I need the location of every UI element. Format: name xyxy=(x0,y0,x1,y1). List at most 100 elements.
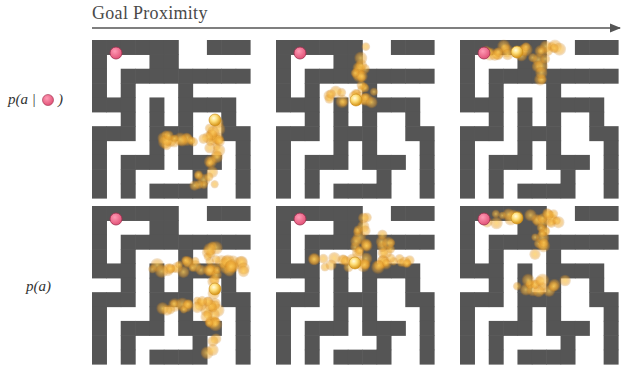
maze-floor xyxy=(305,184,320,199)
maze-floor xyxy=(460,141,475,156)
maze-floor xyxy=(333,206,348,221)
sample-blob xyxy=(210,180,218,188)
agent-ball xyxy=(511,46,523,58)
goal-dot xyxy=(110,213,122,225)
maze-floor xyxy=(604,350,619,365)
maze-floor xyxy=(589,126,604,141)
sample-blob xyxy=(513,282,522,291)
maze-floor xyxy=(362,350,377,365)
maze-floor xyxy=(460,126,475,141)
maze-floor xyxy=(405,206,420,221)
maze-floor xyxy=(377,335,392,350)
maze-floor xyxy=(276,321,291,336)
maze-floor xyxy=(460,292,475,307)
sample-blob xyxy=(187,136,196,145)
sample-blob xyxy=(183,299,193,309)
maze-floor xyxy=(604,206,619,221)
sample-blob xyxy=(326,89,336,99)
maze-floor xyxy=(178,278,193,293)
maze-floor xyxy=(305,350,320,365)
maze-floor xyxy=(276,141,291,156)
sample-blob xyxy=(358,212,369,223)
sample-blob xyxy=(350,235,362,247)
maze-floor xyxy=(221,278,236,293)
sample-blob xyxy=(224,260,237,273)
maze-floor xyxy=(517,307,532,322)
maze-floor xyxy=(305,69,320,84)
maze-floor xyxy=(290,97,305,112)
maze-floor xyxy=(164,206,179,221)
maze-floor xyxy=(517,350,532,365)
maze-floor xyxy=(460,155,475,170)
maze-floor xyxy=(489,112,504,127)
maze-floor xyxy=(92,307,107,322)
maze-panel xyxy=(276,206,435,365)
maze-floor xyxy=(460,249,475,264)
maze-panel xyxy=(276,40,435,199)
agent-ball xyxy=(350,94,362,106)
maze-floor xyxy=(178,112,193,127)
maze-floor xyxy=(333,220,348,235)
sample-blob xyxy=(203,243,216,256)
maze-floor xyxy=(135,40,150,55)
maze-floor xyxy=(377,321,392,336)
row-label: p(a) xyxy=(26,278,51,295)
maze-floor xyxy=(420,350,435,365)
maze-floor xyxy=(589,40,604,55)
maze-floor xyxy=(517,184,532,199)
maze-floor xyxy=(149,235,164,250)
maze-floor xyxy=(121,155,136,170)
maze-floor xyxy=(604,235,619,250)
maze-floor xyxy=(532,350,547,365)
sample-blob xyxy=(522,274,535,287)
maze-floor xyxy=(121,69,136,84)
maze-floor xyxy=(420,235,435,250)
maze-floor xyxy=(290,126,305,141)
row-label-text: ) xyxy=(58,91,63,108)
maze-floor xyxy=(92,155,107,170)
maze-floor xyxy=(561,97,576,112)
maze-floor xyxy=(575,155,590,170)
maze-floor xyxy=(149,54,164,69)
maze-floor xyxy=(362,112,377,127)
maze-floor xyxy=(92,249,107,264)
maze-floor xyxy=(575,40,590,55)
maze-floor xyxy=(333,184,348,199)
sample-blob xyxy=(361,42,370,51)
maze-floor xyxy=(532,126,547,141)
maze-floor xyxy=(319,155,334,170)
sample-blob xyxy=(205,159,213,167)
maze-floor xyxy=(489,83,504,98)
sample-blob xyxy=(540,54,550,64)
sample-blob xyxy=(356,80,366,90)
maze-floor xyxy=(121,321,136,336)
maze-floor xyxy=(405,278,420,293)
maze-floor xyxy=(178,350,193,365)
maze-floor xyxy=(561,321,576,336)
maze-floor xyxy=(489,69,504,84)
maze-floor xyxy=(604,307,619,322)
maze-floor xyxy=(305,97,320,112)
sample-blob xyxy=(354,246,364,256)
maze-floor xyxy=(164,54,179,69)
maze-floor xyxy=(589,112,604,127)
maze-floor xyxy=(236,292,251,307)
maze-floor xyxy=(121,206,136,221)
maze-floor xyxy=(236,350,251,365)
maze-floor xyxy=(546,141,561,156)
maze-floor xyxy=(391,206,406,221)
maze-floor xyxy=(460,54,475,69)
maze-floor xyxy=(121,335,136,350)
maze-floor xyxy=(121,235,136,250)
maze-floor xyxy=(420,155,435,170)
maze-floor xyxy=(561,169,576,184)
maze-floor xyxy=(164,184,179,199)
maze-floor xyxy=(460,350,475,365)
sample-blob xyxy=(354,51,367,64)
maze-floor xyxy=(420,40,435,55)
maze-floor xyxy=(121,263,136,278)
maze-panel xyxy=(92,40,251,199)
maze-floor xyxy=(92,54,107,69)
maze-floor xyxy=(489,278,504,293)
